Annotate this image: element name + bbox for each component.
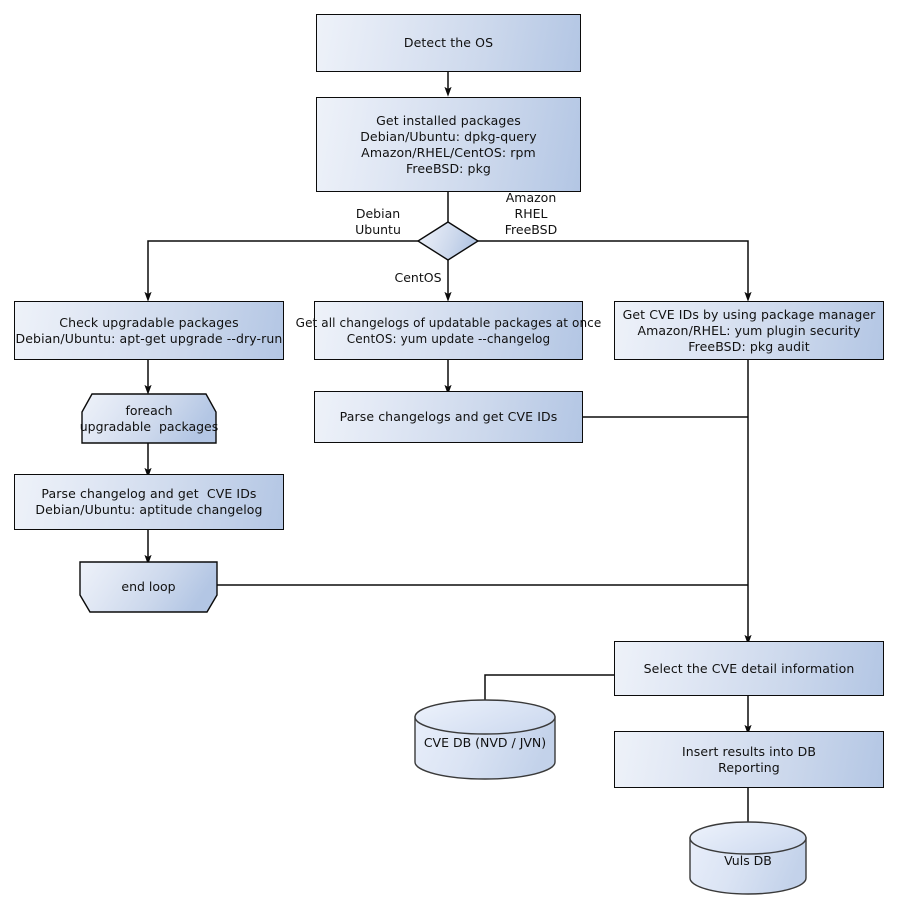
node-get-cve-ids-package-manager[interactable]: Get CVE IDs by using package manager Ama… <box>614 301 884 360</box>
node-vuls-db[interactable]: Vuls DB <box>690 822 806 894</box>
foreach-loop-label: foreach upgradable packages <box>79 402 219 434</box>
os-decision-diamond <box>416 221 480 261</box>
edge-label-debian-ubuntu: Debian Ubuntu <box>355 206 401 237</box>
cve-db-label: CVE DB (NVD / JVN) <box>423 734 547 750</box>
node-parse-changelog-debian[interactable]: Parse changelog and get CVE IDs Debian/U… <box>14 474 284 530</box>
node-cve-db[interactable]: CVE DB (NVD / JVN) <box>415 700 555 779</box>
node-get-installed-packages[interactable]: Get installed packages Debian/Ubuntu: dp… <box>316 97 581 192</box>
node-detect-os[interactable]: Detect the OS <box>316 14 581 72</box>
node-get-all-changelogs[interactable]: Get all changelogs of updatable packages… <box>296 301 601 360</box>
node-check-upgradable-packages[interactable]: Check upgradable packages Debian/Ubuntu:… <box>14 301 284 360</box>
node-insert-results-reporting[interactable]: Insert results into DB Reporting <box>614 731 884 788</box>
end-loop-label: end loop <box>121 579 176 594</box>
node-end-loop[interactable]: end loop <box>80 562 217 612</box>
edge-label-centos: CentOS <box>394 270 442 285</box>
edge-label-amazon-rhel-freebsd: Amazon RHEL FreeBSD <box>504 190 558 237</box>
node-select-cve-detail[interactable]: Select the CVE detail information <box>614 641 884 696</box>
node-parse-changelogs-centos[interactable]: Parse changelogs and get CVE IDs <box>314 391 583 443</box>
node-foreach-loop[interactable]: foreach upgradable packages <box>79 394 219 443</box>
vuls-db-label: Vuls DB <box>724 853 772 868</box>
